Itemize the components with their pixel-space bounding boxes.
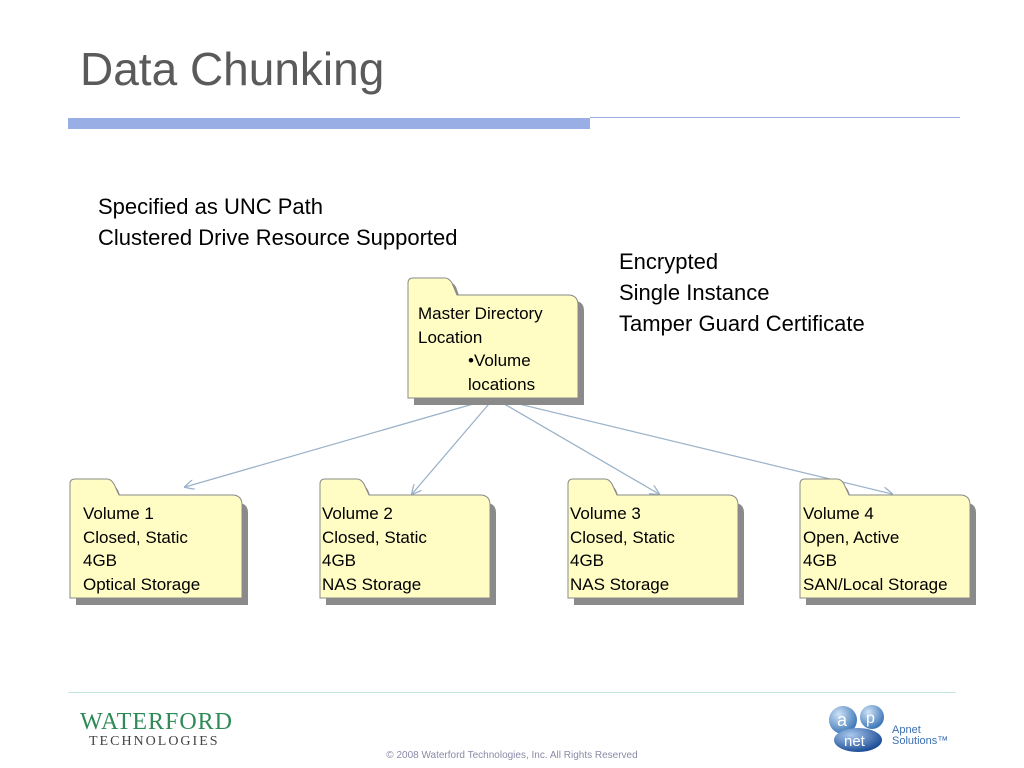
connector-volume-4 — [493, 397, 892, 494]
volume-1-label: Volume 1 Closed, Static 4GB Optical Stor… — [83, 502, 200, 596]
volume-2-state: Closed, Static — [322, 527, 427, 547]
master-directory-folder-icon — [407, 277, 584, 405]
volume-2-label: Volume 2 Closed, Static 4GB NAS Storage — [322, 502, 427, 596]
waterford-logo-subtitle: TECHNOLOGIES — [89, 734, 220, 749]
volume-1-name: Volume 1 — [83, 504, 154, 523]
note-single-instance: Single Instance — [619, 280, 770, 305]
volume-3-size: 4GB — [570, 551, 605, 570]
slide-title: Data Chunking — [80, 43, 385, 95]
volume-2-size: 4GB — [322, 551, 357, 570]
apnet-brand-line-2: Solutions™ — [892, 735, 949, 747]
volume-3-folder-icon — [567, 478, 744, 605]
connector-volume-3 — [493, 397, 659, 494]
apnet-brand-text: Apnet Solutions™ — [892, 725, 948, 747]
volume-3-state: Closed, Static — [570, 527, 675, 547]
connector-volume-1 — [185, 397, 495, 487]
apnet-logo-p: p — [866, 710, 875, 727]
note-tamper-guard: Tamper Guard Certificate — [619, 311, 865, 336]
apnet-logo-icon: a p net — [829, 705, 884, 752]
note-clustered-drive: Clustered Drive Resource Supported — [98, 225, 458, 250]
apnet-logo-net: net — [844, 733, 866, 750]
volume-4-storage: SAN/Local Storage — [803, 574, 948, 594]
volume-4-name: Volume 4 — [803, 504, 874, 523]
notes-right: Encrypted Single Instance Tamper Guard C… — [619, 246, 865, 339]
apnet-logo: a p net Apnet Solutions™ — [826, 703, 956, 753]
volume-4-size: 4GB — [803, 551, 838, 570]
apnet-brand-line-1: Apnet — [892, 724, 921, 736]
master-bullet-2: locations — [468, 374, 536, 394]
volume-1-storage: Optical Storage — [83, 574, 201, 594]
waterford-logo: WATERFORD TECHNOLOGIES — [80, 709, 233, 749]
note-encrypted: Encrypted — [619, 249, 719, 274]
volume-3-name: Volume 3 — [570, 504, 641, 523]
master-directory-label: Master Directory Location •Volume locati… — [418, 302, 543, 396]
volume-4-label: Volume 4 Open, Active 4GB SAN/Local Stor… — [803, 502, 948, 596]
connectors — [185, 397, 892, 494]
copyright-text: © 2008 Waterford Technologies, Inc. All … — [386, 750, 638, 761]
volume-1-size: 4GB — [83, 551, 118, 570]
note-unc-path: Specified as UNC Path — [98, 194, 323, 219]
volume-2-storage: NAS Storage — [322, 574, 422, 594]
notes-left: Specified as UNC Path Clustered Drive Re… — [98, 191, 458, 253]
volume-1-folder-icon — [69, 478, 248, 605]
volume-3-label: Volume 3 Closed, Static 4GB NAS Storage — [570, 502, 675, 596]
connector-volume-2 — [412, 397, 495, 494]
title-underline — [68, 118, 590, 129]
volume-2-folder-icon — [319, 478, 496, 605]
volume-2-name: Volume 2 — [322, 504, 393, 523]
volume-4-state: Open, Active — [803, 527, 900, 547]
volume-1-state: Closed, Static — [83, 527, 188, 547]
title-underline-thin — [590, 117, 960, 118]
master-line-1: Master Directory — [418, 304, 543, 323]
volume-4-folder-icon — [799, 478, 976, 605]
waterford-logo-name: WATERFORD — [80, 709, 234, 735]
master-line-2: Location — [418, 327, 483, 347]
volume-3-storage: NAS Storage — [570, 574, 670, 594]
apnet-logo-a: a — [837, 710, 848, 730]
master-bullet-1: •Volume — [468, 351, 531, 370]
footer-divider — [68, 692, 956, 693]
